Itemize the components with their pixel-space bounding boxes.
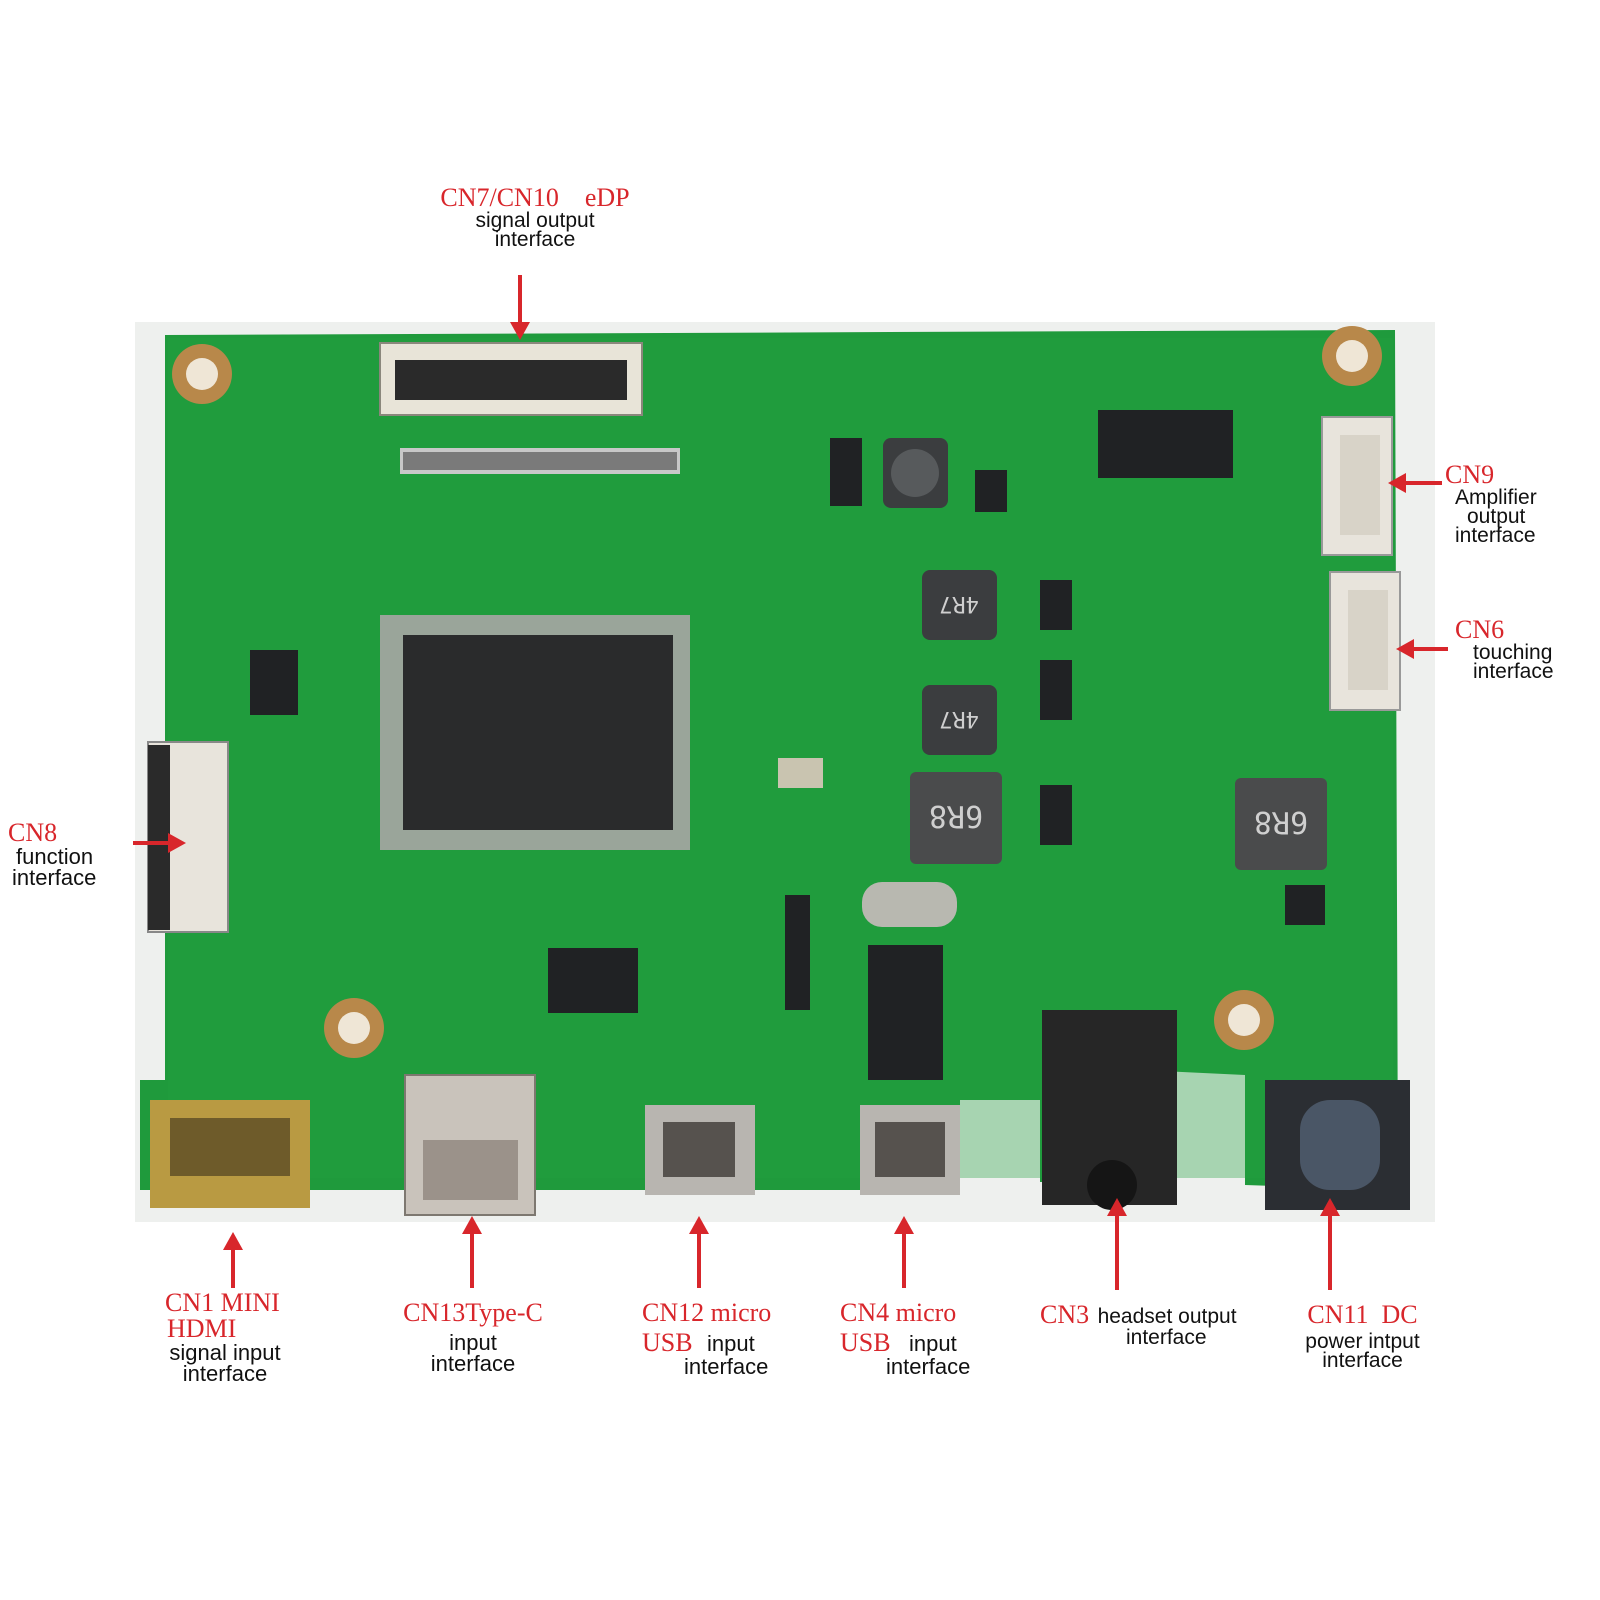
cn9-desc1: Amplifier <box>1455 486 1537 509</box>
label-cn8: CN8 function interface <box>8 818 123 890</box>
mounting-holes <box>172 326 1382 1058</box>
inductor-marking-c: 6R8 <box>929 798 983 833</box>
function-fpc-connector <box>147 741 229 933</box>
cn6-desc2: interface <box>1473 660 1554 683</box>
edp-connector <box>379 342 680 474</box>
cn11-desc1: power intput <box>1305 1330 1420 1353</box>
cn6-desc1: touching <box>1473 641 1553 664</box>
main-processor-chip <box>380 615 690 850</box>
crystals <box>778 758 957 927</box>
cn1-desc2: interface <box>182 1361 268 1386</box>
right-connectors <box>1321 416 1401 711</box>
cn12-code2: USB <box>642 1328 693 1357</box>
cn13-desc1: input <box>449 1330 497 1355</box>
label-cn7-cn10: CN7/CN10 eDP signal output interface <box>430 183 640 251</box>
cn1-code2: HDMI <box>167 1314 237 1343</box>
cn4-desc2: interface <box>886 1354 971 1379</box>
label-cn1: CN1 MINI HDMI signal input interface <box>155 1288 295 1386</box>
label-cn12: CN12 micro USB input interface <box>642 1298 802 1379</box>
cn3-desc2: interface <box>1126 1326 1207 1349</box>
cn12-desc1: input <box>707 1331 755 1356</box>
inductors <box>883 438 1327 870</box>
cn4-code2: USB <box>840 1328 891 1357</box>
bottom-connectors <box>150 1010 1410 1216</box>
cn9-code: CN9 <box>1445 460 1495 489</box>
cn11-desc2: interface <box>1322 1349 1403 1372</box>
callout-arrows <box>133 275 1448 1290</box>
cn13-desc2: interface <box>430 1351 516 1376</box>
label-cn9: CN9 Amplifier output interface <box>1445 460 1565 547</box>
cn7-desc2: interface <box>494 228 576 251</box>
secondary-chips <box>250 410 1325 1080</box>
inductor-marking-a: 4R7 <box>939 591 979 616</box>
cn4-desc1: input <box>909 1331 957 1356</box>
cn8-desc1: function <box>16 844 94 869</box>
cn8-desc2: interface <box>12 865 97 890</box>
label-cn13: CN13Type-C input interface <box>393 1298 553 1376</box>
cn12-desc2: interface <box>684 1354 769 1379</box>
cn1-code1: CN1 MINI <box>165 1288 280 1317</box>
cn7-code: CN7/CN10 eDP <box>440 183 630 212</box>
cn11-code: CN11 DC <box>1307 1300 1418 1329</box>
inductor-marking-d: 6R8 <box>1254 804 1308 839</box>
label-cn11: CN11 DC power intput interface <box>1290 1300 1435 1372</box>
cn9-desc2: output <box>1467 505 1526 528</box>
cn8-code: CN8 <box>8 818 58 847</box>
label-cn6: CN6 touching interface <box>1455 615 1575 683</box>
cn1-desc1: signal input <box>169 1340 281 1365</box>
inductor-marking-b: 4R7 <box>939 706 979 731</box>
label-cn3: CN3 headset output interface <box>1040 1300 1250 1349</box>
cn3-code: CN3 <box>1040 1300 1090 1329</box>
cn3-desc1: headset output <box>1097 1305 1237 1328</box>
cn7-desc1: signal output <box>475 209 595 232</box>
label-cn4: CN4 micro USB input interface <box>840 1298 1000 1379</box>
cn13-code: CN13Type-C <box>403 1298 543 1327</box>
cn9-desc3: interface <box>1455 524 1536 547</box>
cn12-code1: CN12 micro <box>642 1298 772 1327</box>
cn4-code1: CN4 micro <box>840 1298 957 1327</box>
cn6-code: CN6 <box>1455 615 1505 644</box>
